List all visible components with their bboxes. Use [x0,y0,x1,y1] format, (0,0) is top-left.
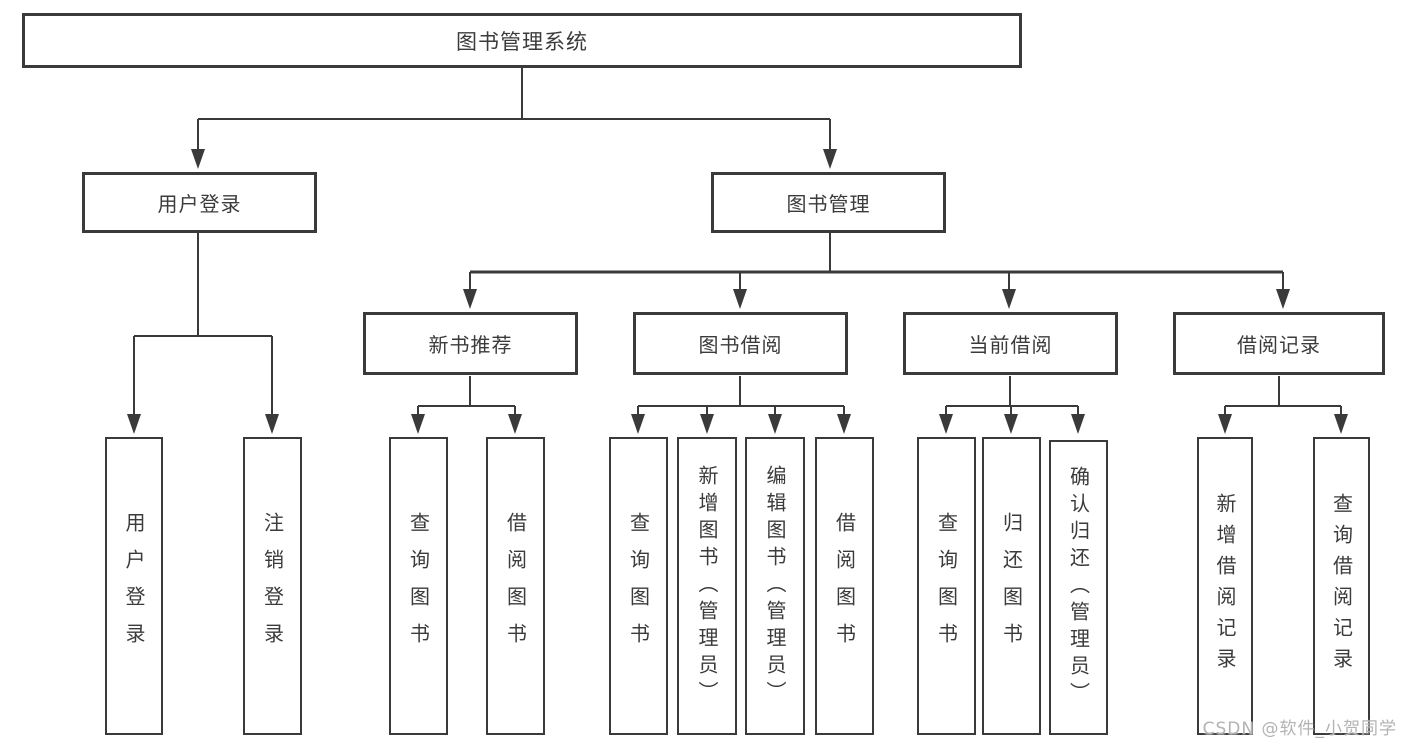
node-borrow-records: 借阅记录 [1173,312,1385,375]
leaf-edit-book-admin: 编辑图书（管理员） [745,437,805,735]
node-label: 新增借阅记录 [1213,493,1237,679]
node-current-borrow: 当前借阅 [903,312,1118,375]
node-label: 借阅图书 [503,512,528,660]
node-new-book-recommend: 新书推荐 [363,312,578,375]
leaf-logout: 注销登录 [243,437,302,735]
node-book-management: 图书管理 [711,172,946,233]
node-label: 借阅记录 [1237,333,1321,357]
leaf-query-book: 查询图书 [917,437,976,735]
node-label: 确认归还（管理员） [1066,466,1091,709]
node-label: 借阅图书 [832,512,857,660]
node-book-borrow: 图书借阅 [633,312,848,375]
node-label: 归还图书 [999,512,1024,660]
leaf-borrow-book: 借阅图书 [815,437,874,735]
leaf-return-book: 归还图书 [982,437,1041,735]
leaf-add-book-admin: 新增图书（管理员） [677,437,737,735]
node-label: 图书管理系统 [456,29,588,54]
node-label: 用户登录 [122,512,146,660]
node-label: 新增图书（管理员） [695,464,719,708]
leaf-user-login: 用户登录 [105,437,163,735]
leaf-query-borrow-record: 查询借阅记录 [1313,437,1370,735]
node-label: 编辑图书（管理员） [763,464,787,708]
leaf-borrow-book: 借阅图书 [486,437,545,735]
node-label: 查询图书 [406,512,431,660]
node-library-management-system: 图书管理系统 [22,13,1022,68]
leaf-query-book: 查询图书 [389,437,448,735]
node-label: 当前借阅 [968,333,1053,357]
node-label: 新书推荐 [428,333,513,357]
node-label: 注销登录 [260,512,285,660]
node-label: 图书借阅 [698,333,783,357]
leaf-query-book: 查询图书 [609,437,668,735]
leaf-confirm-return-admin: 确认归还（管理员） [1049,440,1108,735]
node-label: 用户登录 [157,192,242,216]
node-label: 查询图书 [934,512,959,660]
node-label: 查询借阅记录 [1329,493,1354,679]
node-label: 图书管理 [786,192,871,216]
node-label: 查询图书 [626,512,651,660]
leaf-add-borrow-record: 新增借阅记录 [1197,437,1253,735]
node-user-login: 用户登录 [82,172,317,233]
watermark: CSDN @软件_小贺同学 [1202,719,1397,739]
